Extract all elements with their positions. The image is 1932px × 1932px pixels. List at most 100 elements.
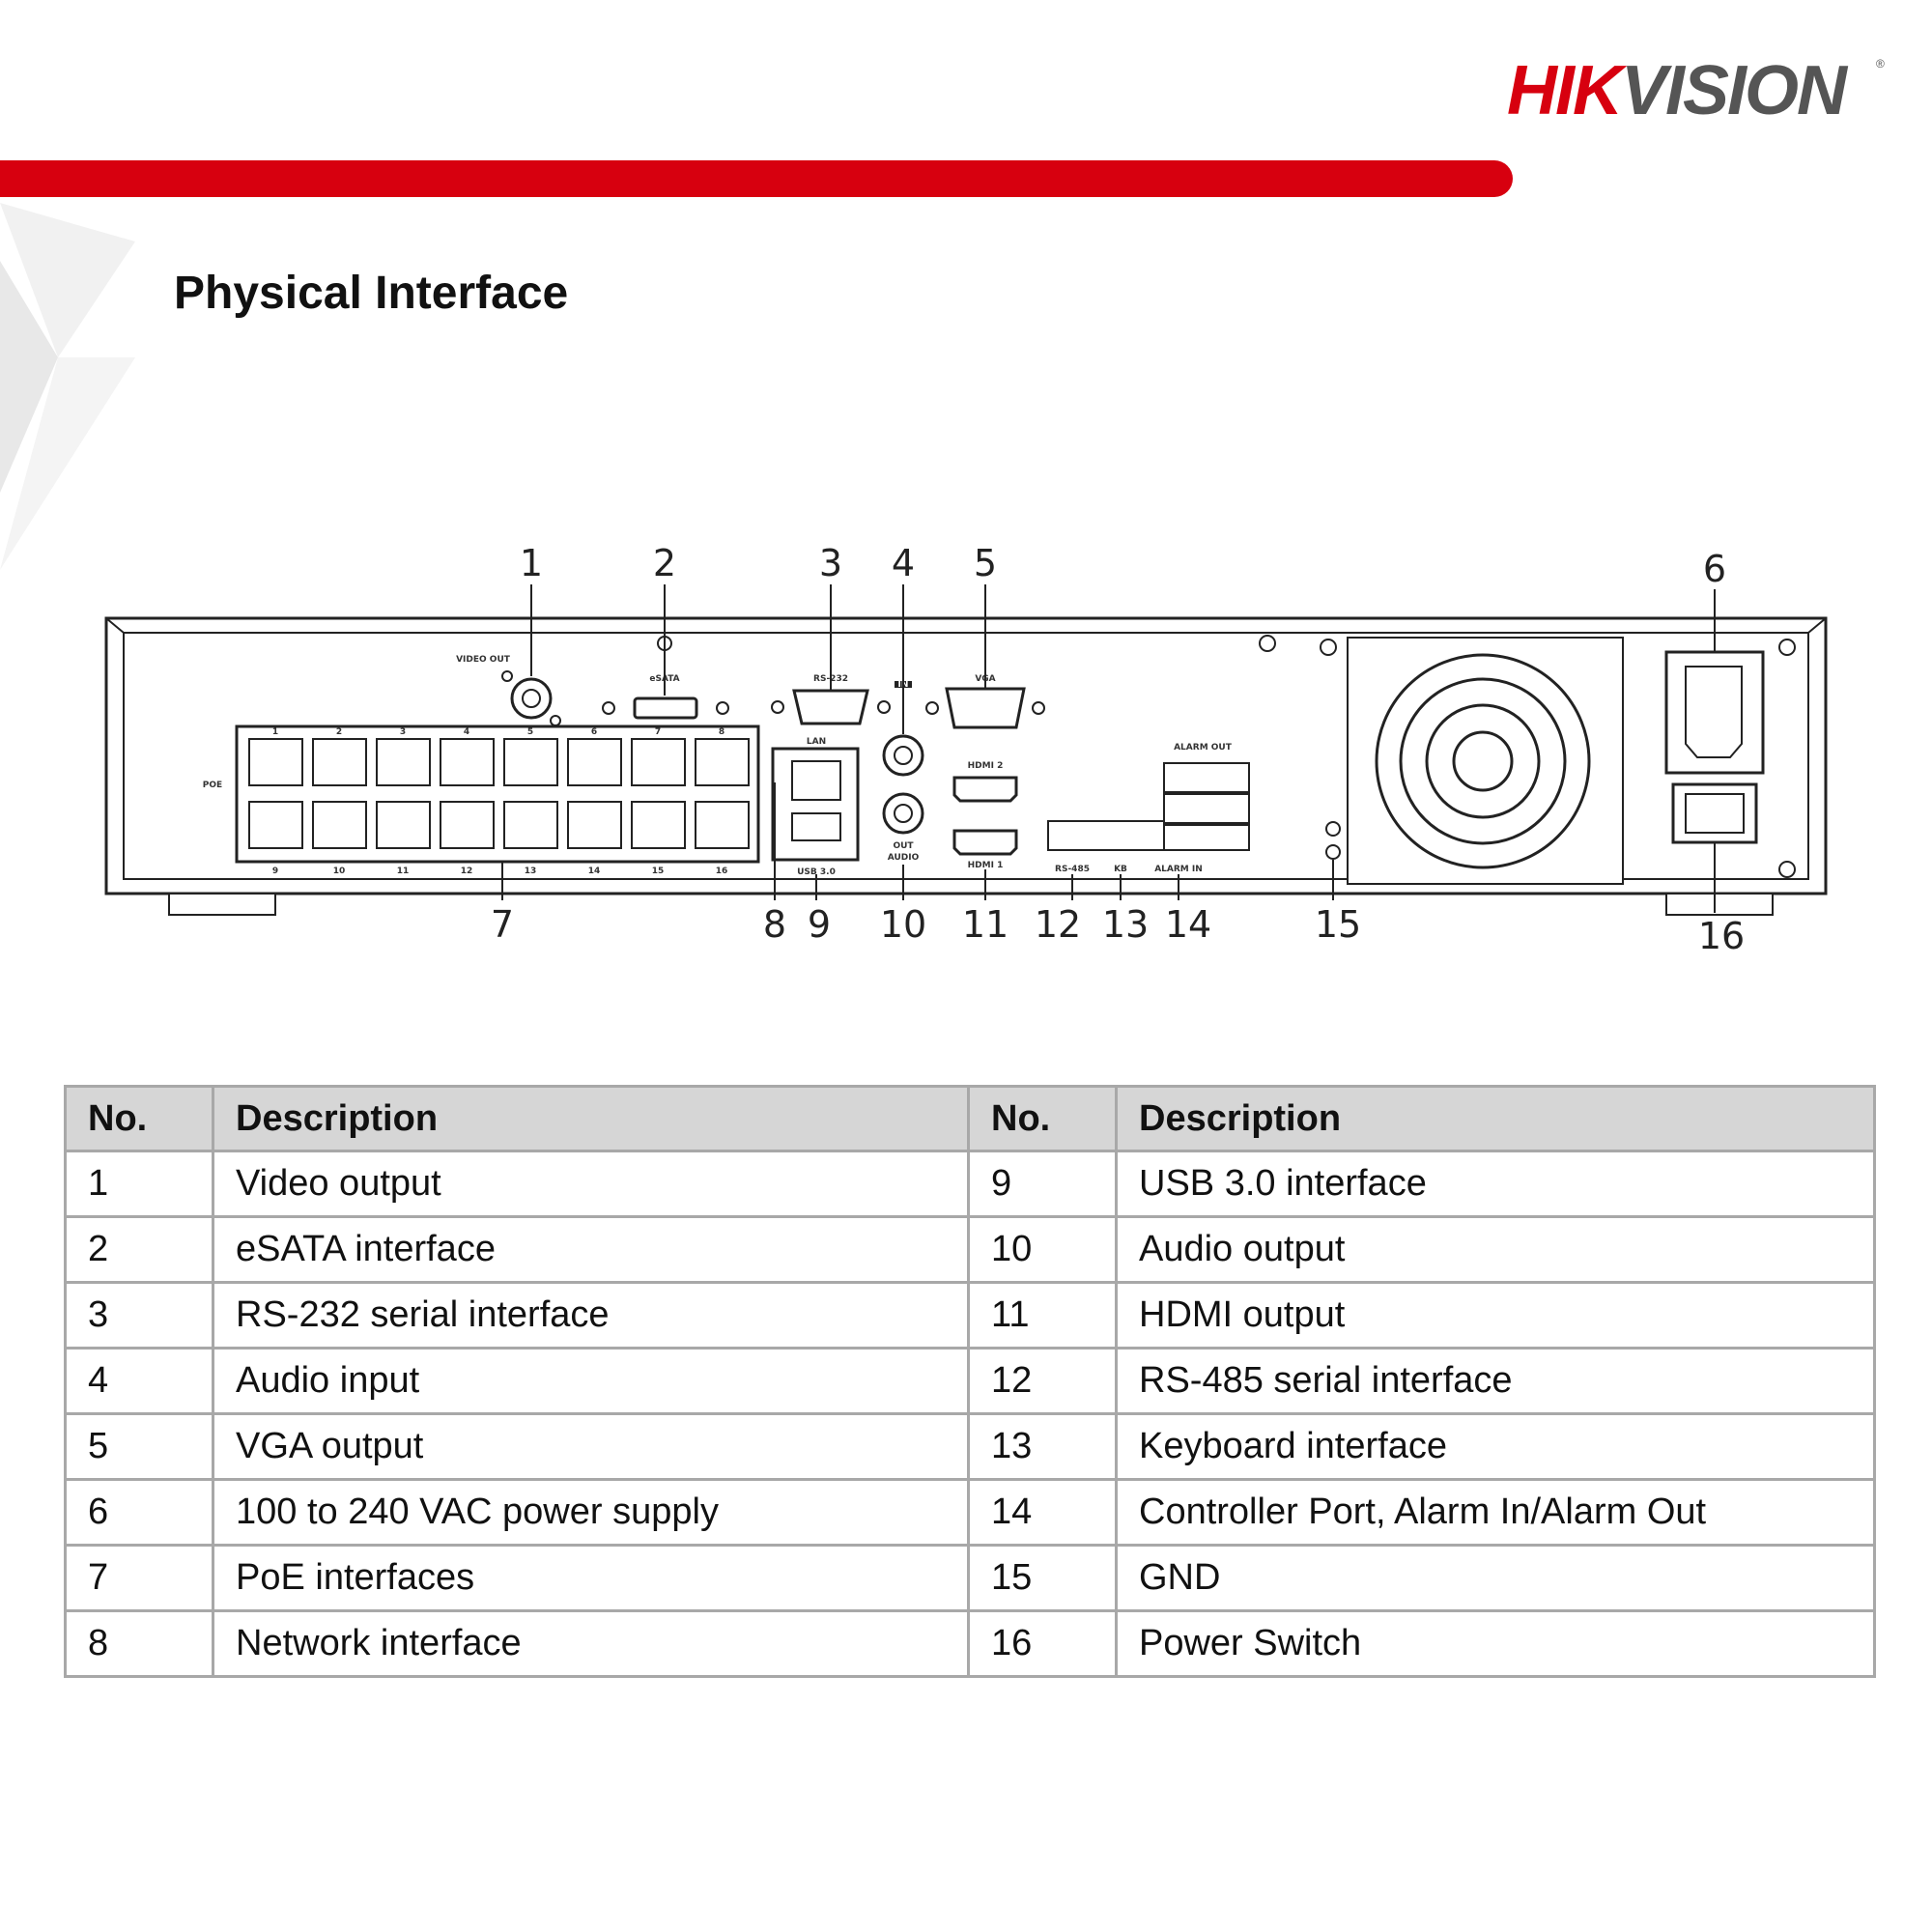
- hdmi2-port: [952, 776, 1018, 803]
- cell-description: RS-232 serial interface: [212, 1281, 970, 1350]
- gnd-screw: [1325, 821, 1341, 837]
- cell-no: 9: [967, 1150, 1118, 1218]
- cell-no: 3: [64, 1281, 214, 1350]
- callout-5: 5: [974, 542, 997, 584]
- cell-description: Video output: [212, 1150, 970, 1218]
- svg-text:AUDIO: AUDIO: [888, 853, 920, 863]
- header-red-bar: [0, 160, 1513, 197]
- svg-text:12: 12: [461, 867, 473, 876]
- cell-no: 4: [64, 1347, 214, 1415]
- cell-no: 13: [967, 1412, 1118, 1481]
- svg-text:USB 3.0: USB 3.0: [797, 867, 836, 877]
- rear-panel-diagram: VIDEO OUT eSATA RS-232 IN OUT AUDIO VGA …: [68, 541, 1864, 976]
- hdmi1-port: [952, 829, 1018, 856]
- table-row: 5 VGA output 13 Keyboard interface: [64, 1412, 1876, 1481]
- vga-port: [945, 687, 1026, 729]
- cell-description: HDMI output: [1115, 1281, 1876, 1350]
- svg-text:POE: POE: [203, 781, 222, 790]
- callout-6: 6: [1703, 548, 1726, 590]
- svg-text:LAN: LAN: [807, 737, 826, 747]
- callout-10: 10: [880, 903, 926, 946]
- lan-port: [791, 760, 841, 801]
- header-description-left: Description: [212, 1085, 970, 1152]
- usb-port: [791, 812, 841, 841]
- cell-description: Network interface: [212, 1609, 970, 1678]
- svg-text:KB: KB: [1114, 865, 1127, 874]
- cell-no: 12: [967, 1347, 1118, 1415]
- table-row: 3 RS-232 serial interface 11 HDMI output: [64, 1281, 1876, 1350]
- alarm-out-terminal: [1163, 762, 1250, 793]
- svg-text:9: 9: [272, 867, 278, 876]
- header-no-right: No.: [967, 1085, 1118, 1152]
- esata-port: [633, 696, 698, 720]
- cell-description: 100 to 240 VAC power supply: [212, 1478, 970, 1547]
- callout-14: 14: [1165, 903, 1211, 946]
- page-title: Physical Interface: [174, 268, 569, 319]
- cell-no: 14: [967, 1478, 1118, 1547]
- svg-text:HDMI 2: HDMI 2: [968, 761, 1004, 771]
- callout-4: 4: [892, 542, 915, 584]
- cell-no: 5: [64, 1412, 214, 1481]
- callout-8: 8: [763, 903, 786, 946]
- callout-11: 11: [962, 903, 1009, 946]
- cell-no: 15: [967, 1544, 1118, 1612]
- svg-text:2: 2: [336, 727, 342, 737]
- table-row: 2 eSATA interface 10 Audio output: [64, 1215, 1876, 1284]
- alarm-in-terminal: [1163, 824, 1250, 851]
- cell-description: VGA output: [212, 1412, 970, 1481]
- rs232-port: [792, 689, 869, 725]
- callout-9: 9: [808, 903, 831, 946]
- svg-text:®: ®: [1876, 57, 1885, 71]
- cell-no: 2: [64, 1215, 214, 1284]
- callout-1: 1: [520, 542, 543, 584]
- interface-table: No. Description No. Description 1 Video …: [64, 1085, 1876, 1678]
- cell-no: 8: [64, 1609, 214, 1678]
- callout-12: 12: [1035, 903, 1081, 946]
- callout-16: 16: [1698, 915, 1745, 957]
- cell-no: 6: [64, 1478, 214, 1547]
- header-no-left: No.: [64, 1085, 214, 1152]
- table-header-row: No. Description No. Description: [64, 1085, 1876, 1152]
- poe-ports-bottom: [248, 801, 750, 849]
- cell-no: 1: [64, 1150, 214, 1218]
- cell-no: 11: [967, 1281, 1118, 1350]
- table-row: 7 PoE interfaces 15 GND: [64, 1544, 1876, 1612]
- svg-text:RS-485: RS-485: [1055, 865, 1090, 874]
- table-row: 6 100 to 240 VAC power supply 14 Control…: [64, 1478, 1876, 1547]
- svg-text:11: 11: [397, 867, 410, 876]
- svg-text:1: 1: [272, 727, 278, 737]
- svg-text:16: 16: [716, 867, 728, 876]
- fan-grille: [1347, 637, 1624, 885]
- rs485-kb-terminal: [1047, 820, 1173, 851]
- cell-description: PoE interfaces: [212, 1544, 970, 1612]
- rear-panel-svg: VIDEO OUT eSATA RS-232 IN OUT AUDIO VGA …: [104, 542, 1828, 957]
- table-row: 8 Network interface 16 Power Switch: [64, 1609, 1876, 1678]
- poe-ports-top: [248, 738, 750, 786]
- svg-text:HIKVISION: HIKVISION: [1507, 52, 1849, 129]
- callout-13: 13: [1102, 903, 1149, 946]
- svg-text:10: 10: [333, 867, 346, 876]
- hikvision-logo: HIKVISION ®: [1507, 46, 1893, 133]
- callout-2: 2: [653, 542, 676, 584]
- svg-text:8: 8: [719, 727, 724, 737]
- cell-description: eSATA interface: [212, 1215, 970, 1284]
- svg-text:13: 13: [525, 867, 537, 876]
- background-watermark: [0, 203, 155, 589]
- cell-description: Controller Port, Alarm In/Alarm Out: [1115, 1478, 1876, 1547]
- svg-text:15: 15: [652, 867, 665, 876]
- svg-text:OUT: OUT: [893, 841, 914, 851]
- svg-text:7: 7: [655, 727, 661, 737]
- callout-7: 7: [491, 903, 514, 946]
- cell-description: USB 3.0 interface: [1115, 1150, 1876, 1218]
- cell-description: Audio output: [1115, 1215, 1876, 1284]
- svg-text:4: 4: [464, 727, 469, 737]
- svg-text:3: 3: [400, 727, 406, 737]
- cell-description: RS-485 serial interface: [1115, 1347, 1876, 1415]
- video-out-label: VIDEO OUT: [456, 655, 511, 665]
- cell-no: 10: [967, 1215, 1118, 1284]
- cell-description: Power Switch: [1115, 1609, 1876, 1678]
- svg-text:ALARM OUT: ALARM OUT: [1174, 743, 1233, 753]
- header-description-right: Description: [1115, 1085, 1876, 1152]
- svg-text:6: 6: [591, 727, 597, 737]
- cell-description: Keyboard interface: [1115, 1412, 1876, 1481]
